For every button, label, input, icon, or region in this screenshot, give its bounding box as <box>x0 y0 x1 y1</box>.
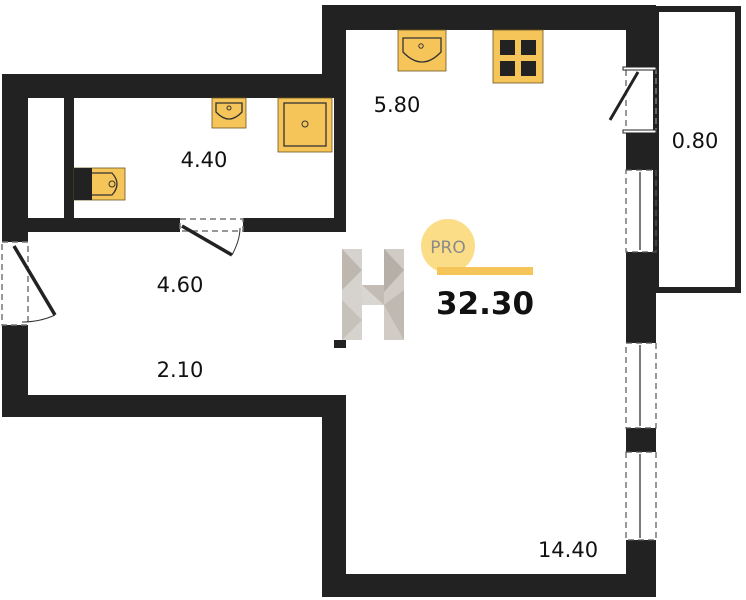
bathroom-wall-right <box>243 218 346 232</box>
bathroom-area: 4.40 <box>181 148 228 172</box>
kitchen-sink-icon <box>397 29 447 72</box>
entrance-door[interactable] <box>1 241 57 326</box>
walls <box>2 5 656 597</box>
balcony-outline <box>653 6 741 293</box>
windows <box>625 169 657 541</box>
bathroom-door[interactable] <box>179 218 244 257</box>
corridor-area: 2.10 <box>157 358 204 382</box>
kitchen-area: 5.80 <box>374 93 421 117</box>
window-3 <box>625 451 657 541</box>
main-top-wall <box>322 5 656 30</box>
window-2 <box>625 342 657 429</box>
pro-badge: PRO <box>421 219 533 275</box>
closet-divider <box>64 98 74 218</box>
partition-stub <box>334 340 346 348</box>
watermark-logo <box>342 249 404 340</box>
shower-tray-icon <box>277 97 333 153</box>
toilet-icon <box>73 167 126 201</box>
stove-icon <box>492 29 544 84</box>
left-outer-wall-upper <box>2 74 28 242</box>
right-wall-1 <box>626 5 656 68</box>
balcony-area: 0.80 <box>672 129 719 153</box>
total-area: 32.30 <box>436 286 534 322</box>
window-1 <box>625 169 657 253</box>
hallway-area: 4.60 <box>157 273 204 297</box>
main-left-wall-lower <box>322 395 346 597</box>
right-wall-2 <box>626 132 656 170</box>
balcony-door[interactable] <box>608 66 657 134</box>
right-wall-4 <box>626 428 656 452</box>
bathroom-wall-left <box>28 218 180 232</box>
main-bottom-wall <box>322 574 656 597</box>
bathroom-sink-icon <box>211 97 247 129</box>
right-wall-5 <box>626 540 656 597</box>
bathroom-side-wall <box>334 98 346 232</box>
left-bottom-wall <box>2 395 346 417</box>
pro-badge-text: PRO <box>430 238 465 258</box>
left-top-wall <box>2 74 346 98</box>
living-room-area: 14.40 <box>538 538 598 562</box>
right-wall-3 <box>626 252 656 343</box>
